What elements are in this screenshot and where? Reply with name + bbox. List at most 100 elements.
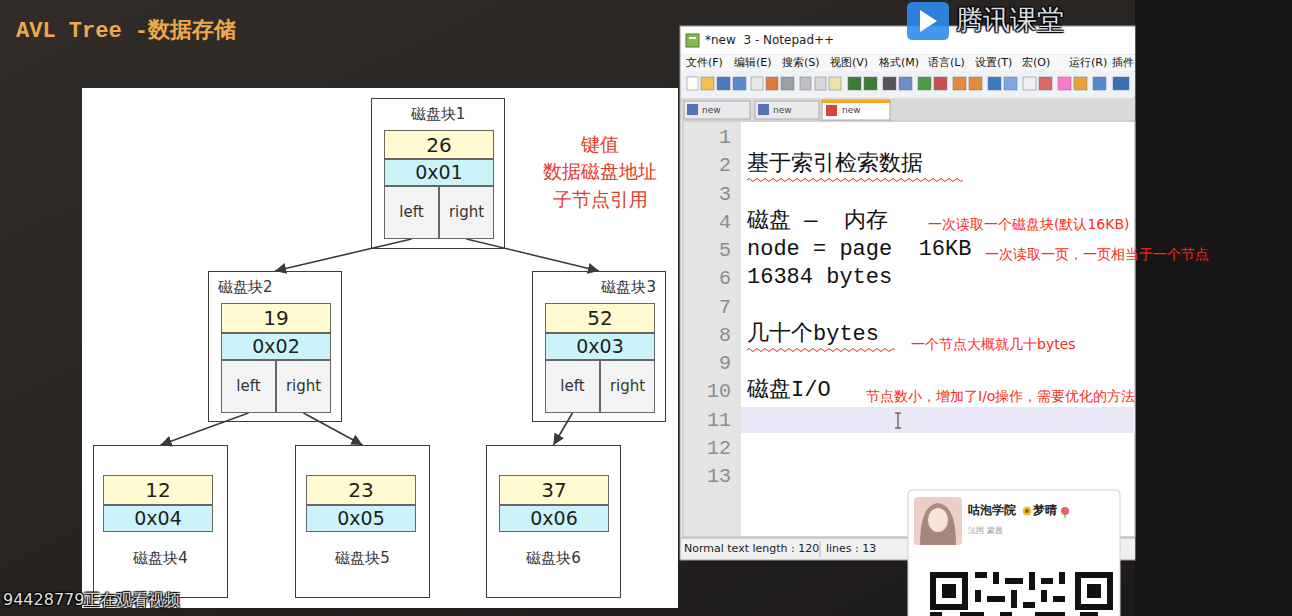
disk-block: 37 0x06 磁盘块6 (486, 445, 621, 598)
disk-block: 52 0x03 left right 磁盘块3 (532, 271, 666, 422)
tab-name: new (773, 105, 792, 115)
text-holder: right (610, 377, 645, 395)
text-holder: 0x02 (252, 335, 300, 358)
menu-item: 文件(F) (686, 57, 723, 70)
tab-name: new (842, 105, 861, 115)
disk-block: 26 0x01 left right 磁盘块1 (371, 98, 505, 249)
annotation-note: 节点数小，增加了I/o操作，需要优化的方法 (866, 388, 1135, 404)
text-holder: 磁盘块5 (296, 549, 429, 567)
address-text: 0x04 (134, 507, 182, 529)
text-holder: left (560, 377, 584, 395)
annotation-text: 子节点引用 (553, 189, 648, 211)
text-holder: 0x04 (134, 507, 182, 530)
text-holder: left (236, 377, 260, 395)
pointer-text: left (399, 203, 423, 221)
window-title: *new 3 - Notepad++ (705, 34, 834, 48)
disk-block: 19 0x02 left right 磁盘块2 (208, 271, 342, 422)
disk-address: 0x01 (384, 159, 494, 186)
text-holder: left (399, 203, 423, 221)
child-pointer-arrow (275, 239, 412, 271)
key-text: 26 (426, 133, 451, 157)
text-holder: 0x06 (530, 507, 578, 530)
menu-item: 搜索(S) (782, 57, 820, 70)
disk-block: 23 0x05 磁盘块5 (295, 445, 430, 598)
key-value: 23 (306, 475, 416, 505)
disk-address: 0x03 (545, 333, 655, 360)
address-text: 0x06 (530, 507, 578, 529)
child-ref: right (276, 360, 331, 413)
key-value: 52 (545, 303, 655, 333)
editor-line: 基于索引检索数据 (747, 152, 923, 177)
editor-line: 几十个bytes (747, 322, 879, 347)
child-pointer-arrow (554, 413, 573, 445)
key-text: 52 (587, 306, 612, 330)
annotation-note: 一个节点大概就几十bytes (911, 336, 1076, 352)
line-number: 4 (719, 210, 731, 233)
status-text: lines : 13 (826, 543, 876, 556)
pointer-text: left (560, 377, 584, 395)
block-heading: 磁盘块5 (335, 549, 390, 567)
child-pointer-arrow (161, 413, 249, 445)
line-number: 10 (707, 380, 731, 403)
line-number: 3 (719, 182, 731, 205)
profile-name: 梦晴 (1033, 504, 1057, 518)
text-holder: 37 (541, 478, 566, 502)
menu-item: 插件 (1112, 57, 1134, 70)
child-pointer-arrow (467, 239, 600, 271)
annotation-text: 数据磁盘地址 (543, 161, 657, 183)
annotation-note: 一次读取一页，一页相当于一个节点 (985, 246, 1209, 262)
annotation-note: 一次读取一个磁盘块(默认16KB) (928, 216, 1130, 232)
text-holder: 0x01 (415, 161, 463, 184)
disk-address: 0x06 (499, 505, 609, 532)
line-number: 13 (707, 465, 731, 488)
disk-block: 120x04磁盘块4 (93, 445, 228, 598)
text-holder: 52 (587, 306, 612, 330)
status-text: Normal text length : 120 (684, 543, 819, 556)
key-text: 23 (348, 478, 373, 502)
editor-line: 磁盘 — 内存 (747, 209, 888, 234)
block-heading: 磁盘块6 (526, 549, 581, 567)
menu-item: 语言(L) (928, 57, 965, 70)
line-number: 12 (707, 436, 731, 459)
child-ref: left (545, 360, 600, 413)
logo-text: 腾讯课堂 (956, 4, 1064, 35)
menu-item: 运行(R) (1069, 57, 1107, 70)
disk-address: 0x02 (221, 333, 331, 360)
child-ref: left (384, 186, 439, 239)
line-number: 1 (719, 126, 731, 149)
address-text: 0x03 (576, 335, 624, 357)
text-holder: 0x03 (576, 335, 624, 358)
menu-item: 设置(T) (975, 57, 1012, 70)
pointer-text: right (286, 377, 321, 395)
text-holder: 23 (348, 478, 373, 502)
key-value: 26 (384, 130, 494, 159)
child-pointer-arrow (304, 413, 363, 445)
text-holder: right (286, 377, 321, 395)
text-holder: 磁盘块2 (218, 278, 273, 296)
text-holder: 26 (426, 133, 451, 157)
child-ref: right (600, 360, 655, 413)
line-number: 8 (719, 323, 731, 346)
menu-item: 编辑(E) (734, 57, 772, 70)
key-text: 19 (263, 306, 288, 330)
block-heading: 磁盘块1 (411, 105, 466, 123)
annotation-text: 键值 (581, 134, 619, 156)
block-heading: 磁盘块3 (601, 278, 656, 296)
profile-location: 法国 蒙昌 (968, 526, 1003, 535)
address-text: 0x02 (252, 335, 300, 357)
pointer-text: right (610, 377, 645, 395)
line-number: 2 (719, 154, 731, 177)
pointer-text: right (449, 203, 484, 221)
menu-item: 视图(V) (830, 57, 868, 70)
text-holder: 磁盘块1 (372, 105, 504, 123)
key-text: 12 (145, 478, 170, 502)
line-number: 7 (719, 295, 731, 318)
text-holder: 磁盘块6 (487, 549, 620, 567)
pointer-text: left (236, 377, 260, 395)
editor-line: 16384 bytes (747, 265, 892, 290)
text-holder: 0x05 (337, 507, 385, 530)
line-number: 6 (719, 267, 731, 290)
block-heading: 磁盘块2 (218, 278, 273, 296)
watermark: 94428779正在观看视频 (3, 591, 180, 609)
